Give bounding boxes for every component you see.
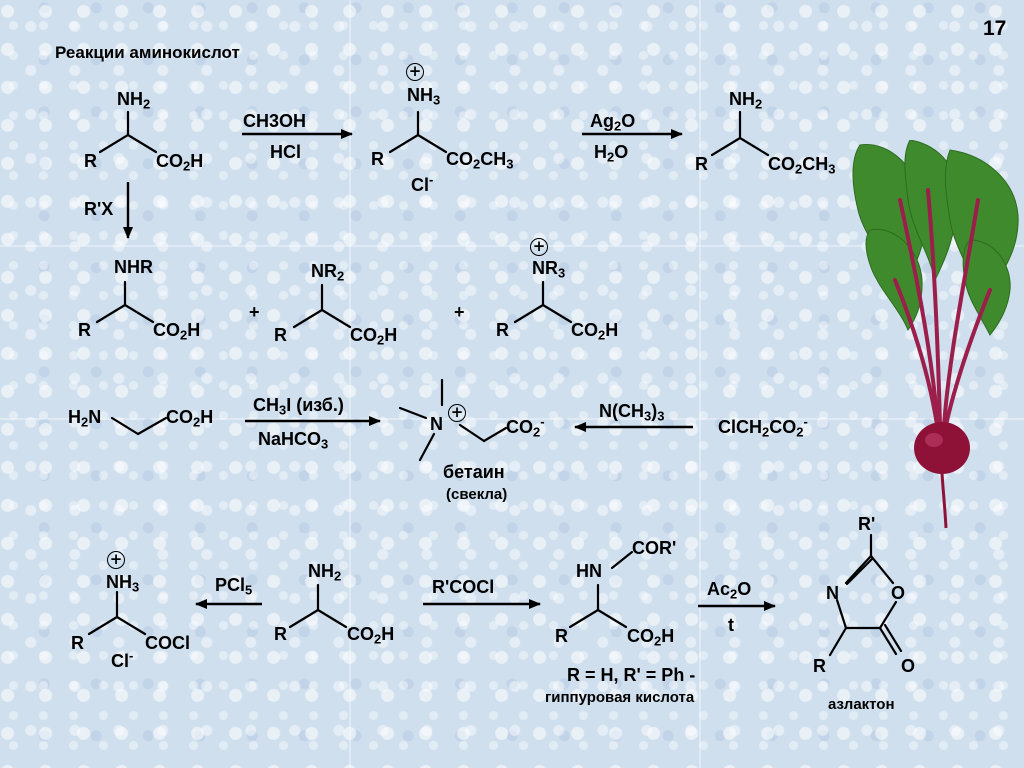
azlactone-carbonyl-o: O (901, 656, 916, 676)
hippuric-condition: R = H, R' = Ph - (567, 665, 696, 685)
hippuric-cor: COR' (632, 538, 677, 558)
ester-nh3: NH3 (407, 85, 441, 108)
trialkyl-co2h: CO2H (571, 320, 619, 343)
beet-caption: (свекла) (446, 486, 508, 503)
acid-chloride-cocl: COCl (145, 633, 190, 653)
amino-acid-r: R (84, 151, 97, 171)
amino-acid-2-nh2: NH2 (308, 561, 342, 584)
acid-chloride-cl-minus: Cl- (111, 647, 134, 671)
azlactone-ring-o: O (891, 583, 906, 603)
hippuric-acid-caption: гиппуровая кислота (545, 689, 695, 706)
reagent-nahco3: NaHCO3 (258, 429, 329, 452)
reagent-pcl5: PCl5 (215, 575, 253, 598)
betaine-n: N (430, 414, 443, 434)
positive-charge-icon: + (406, 63, 424, 81)
azlactone-caption: азлактон (828, 696, 895, 713)
ester-r: R (371, 149, 384, 169)
slide-title: Реакции аминокислот (55, 43, 240, 62)
positive-charge-icon: + (530, 238, 548, 256)
reagent-acyl-chloride: R'COCl (432, 577, 495, 597)
amino-acid-2-co2h: CO2H (347, 624, 395, 647)
monoalkyl-nhr: NHR (114, 257, 153, 277)
plus-sign-2: + (454, 302, 465, 322)
free-ester-r: R (695, 154, 708, 174)
reagent-acetic-anhydride: Ac2O (707, 579, 752, 602)
positive-charge-icon: + (107, 551, 125, 569)
amino-acid-co2h: CO2H (156, 151, 204, 174)
azlactone-n: N (826, 583, 839, 603)
glycine-co2h: CO2H (166, 407, 214, 430)
reagent-ch3oh: CH3OH (243, 111, 307, 131)
monoalkyl-r: R (78, 320, 91, 340)
trialkyl-r: R (496, 320, 509, 340)
hippuric-hn: HN (576, 561, 602, 581)
betaine-caption: бетаин (443, 462, 505, 482)
amino-acid-nh2: NH2 (117, 89, 151, 112)
reagent-hcl: HCl (270, 142, 301, 162)
reagent-alkyl-halide: R'X (84, 199, 114, 219)
hippuric-r: R (555, 626, 568, 646)
dialkyl-nr2: NR2 (311, 261, 345, 284)
reagent-h2o: H2O (594, 142, 629, 165)
amino-acid-2-r: R (274, 624, 287, 644)
ester-co2ch3: CO2CH3 (446, 149, 514, 172)
free-ester-nh2: NH2 (729, 89, 763, 112)
acid-chloride-nh3: NH3 (106, 572, 140, 595)
positive-charge-icon: + (448, 404, 466, 422)
azlactone-r: R (813, 656, 826, 676)
glycine-h2n: H2N (68, 407, 102, 430)
monoalkyl-co2h: CO2H (153, 320, 201, 343)
azlactone-r-prime: R' (858, 514, 876, 534)
acid-chloride-r: R (71, 633, 84, 653)
betaine-carboxylate: CO2- (506, 413, 545, 440)
hippuric-co2h: CO2H (627, 626, 675, 649)
trialkyl-nr3: NR3 (532, 258, 566, 281)
reagent-methyl-iodide: CH3I (изб.) (253, 395, 344, 418)
beetroot-image (852, 140, 1019, 529)
dialkyl-co2h: CO2H (350, 325, 398, 348)
reagent-heat: t (728, 615, 734, 635)
slide-number: 17 (983, 17, 1007, 40)
free-ester-co2ch3: CO2CH3 (768, 154, 836, 177)
reagent-trimethylamine: N(CH3)3 (599, 401, 665, 424)
ester-chloride: Cl- (411, 171, 434, 195)
reagent-ag2o: Ag2O (590, 111, 636, 134)
chloroacetate: ClCH2CO2- (718, 413, 808, 440)
dialkyl-r: R (274, 325, 287, 345)
plus-sign-1: + (249, 302, 260, 322)
